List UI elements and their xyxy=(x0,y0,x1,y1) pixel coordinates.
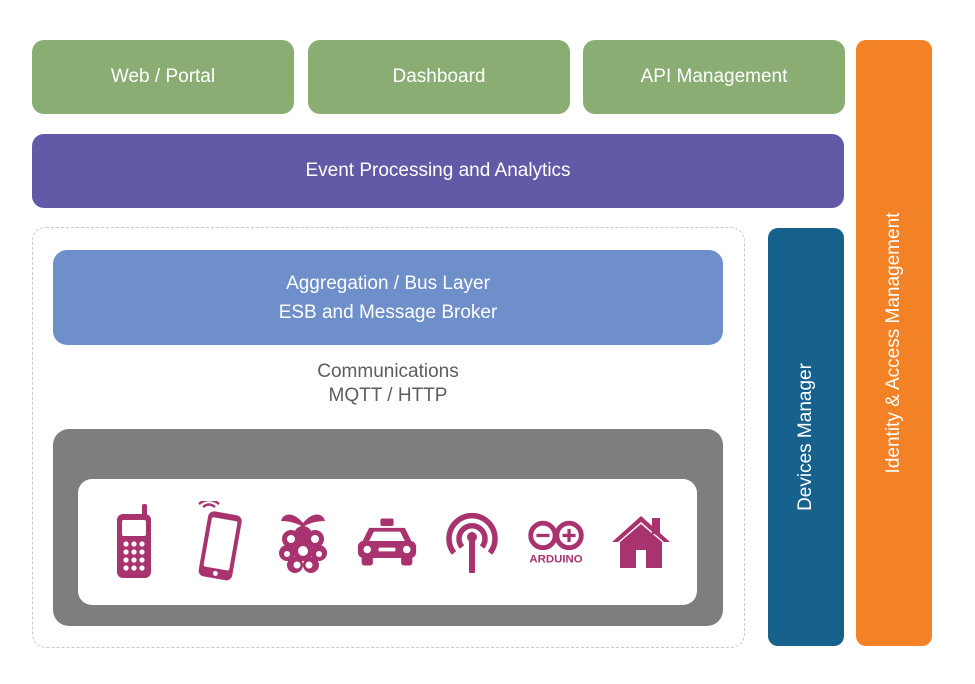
devices-manager-block: Devices Manager xyxy=(768,228,844,646)
house-icon xyxy=(610,502,672,582)
tablet-icon xyxy=(188,501,250,582)
arduino-logo-icon: ARDUINO xyxy=(525,502,587,582)
aggregation-block: Aggregation / Bus Layer ESB and Message … xyxy=(53,250,723,345)
devices-icon-strip: ARDUINO xyxy=(78,479,697,605)
wireless-antenna-icon xyxy=(441,502,503,582)
protocols-label: MQTT / HTTP xyxy=(328,385,448,406)
aggregation-label: Aggregation / Bus Layer xyxy=(286,272,490,294)
api-management-label: API Management xyxy=(640,66,788,87)
event-processing-block: Event Processing and Analytics xyxy=(32,134,844,208)
dashboard-label: Dashboard xyxy=(392,66,486,87)
identity-access-management-label: Identity & Access Management xyxy=(883,212,904,474)
web-portal-block: Web / Portal xyxy=(32,40,294,114)
api-management-block: API Management xyxy=(583,40,845,114)
car-icon xyxy=(356,502,418,582)
devices-manager-label: Devices Manager xyxy=(795,363,816,511)
dashboard-block: Dashboard xyxy=(308,40,570,114)
identity-access-management-block: Identity & Access Management xyxy=(856,40,932,646)
device-layer-container xyxy=(32,227,745,648)
communications-label: Communications xyxy=(317,361,459,382)
arduino-text: ARDUINO xyxy=(530,553,583,565)
communications-text: Communications MQTT / HTTP xyxy=(53,360,723,408)
web-portal-label: Web / Portal xyxy=(110,66,216,87)
esb-label: ESB and Message Broker xyxy=(278,301,498,323)
mobile-phone-icon xyxy=(103,502,165,582)
event-processing-label: Event Processing and Analytics xyxy=(305,160,571,181)
raspberry-pi-icon xyxy=(272,502,334,582)
